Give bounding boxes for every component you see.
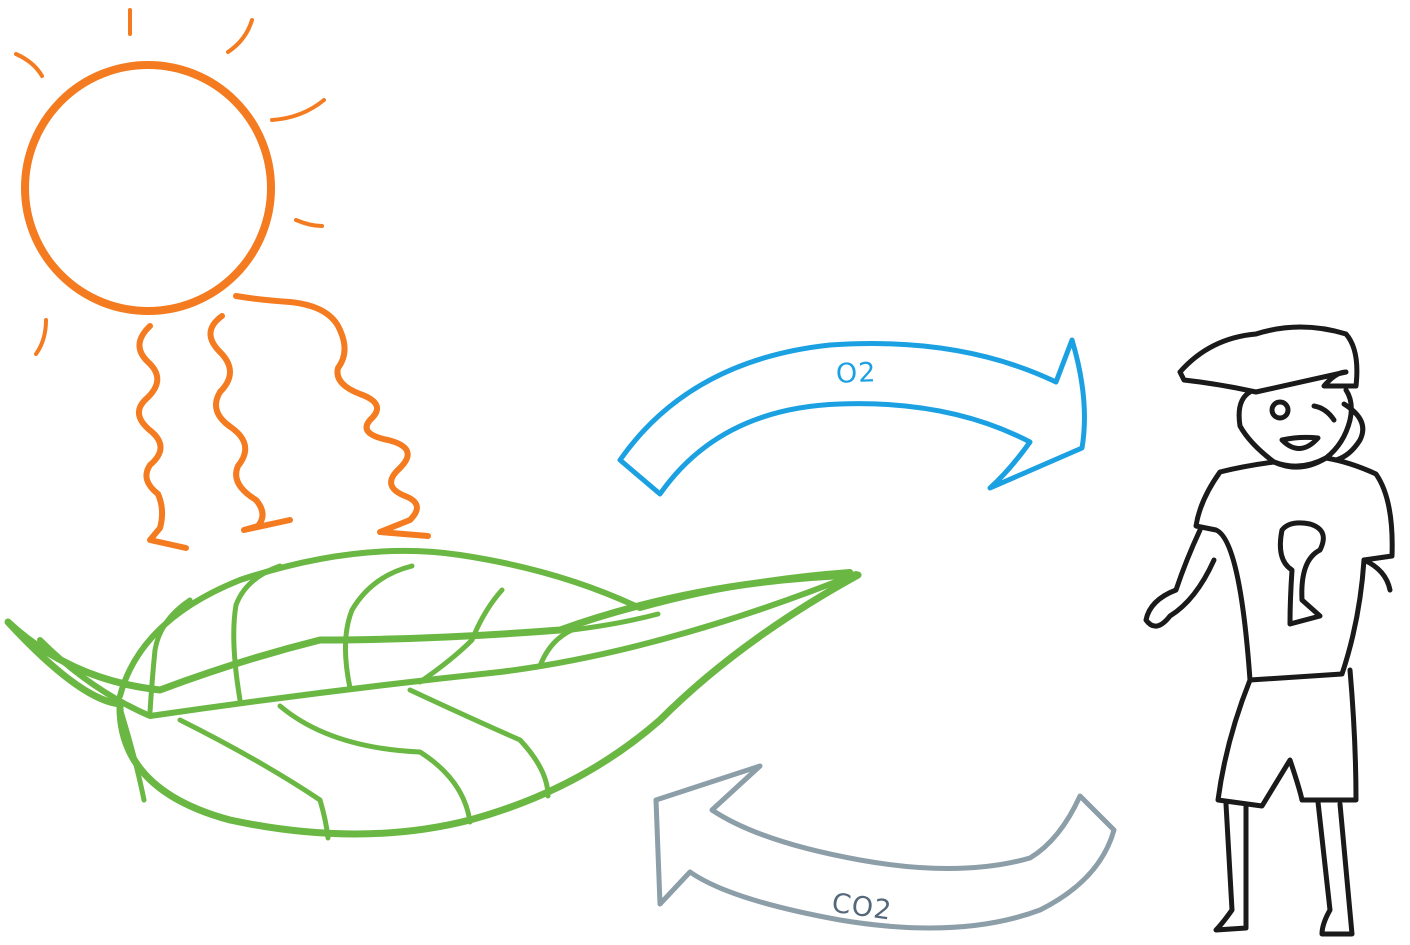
left-arm [1146,530,1214,626]
right-arm [1364,560,1390,590]
cap [1180,327,1357,392]
o2-label: O2 [835,357,876,389]
sun-icon [16,10,428,548]
head [1239,390,1351,466]
person-icon [1146,327,1392,934]
sun-disc [25,65,271,311]
leaf-midrib [40,574,856,716]
mouth [1282,437,1318,448]
shirt-logo [1280,523,1323,624]
shorts [1218,670,1356,806]
leaf-veins [120,566,658,838]
legs [1216,802,1352,934]
sunlight-waves [139,296,428,548]
